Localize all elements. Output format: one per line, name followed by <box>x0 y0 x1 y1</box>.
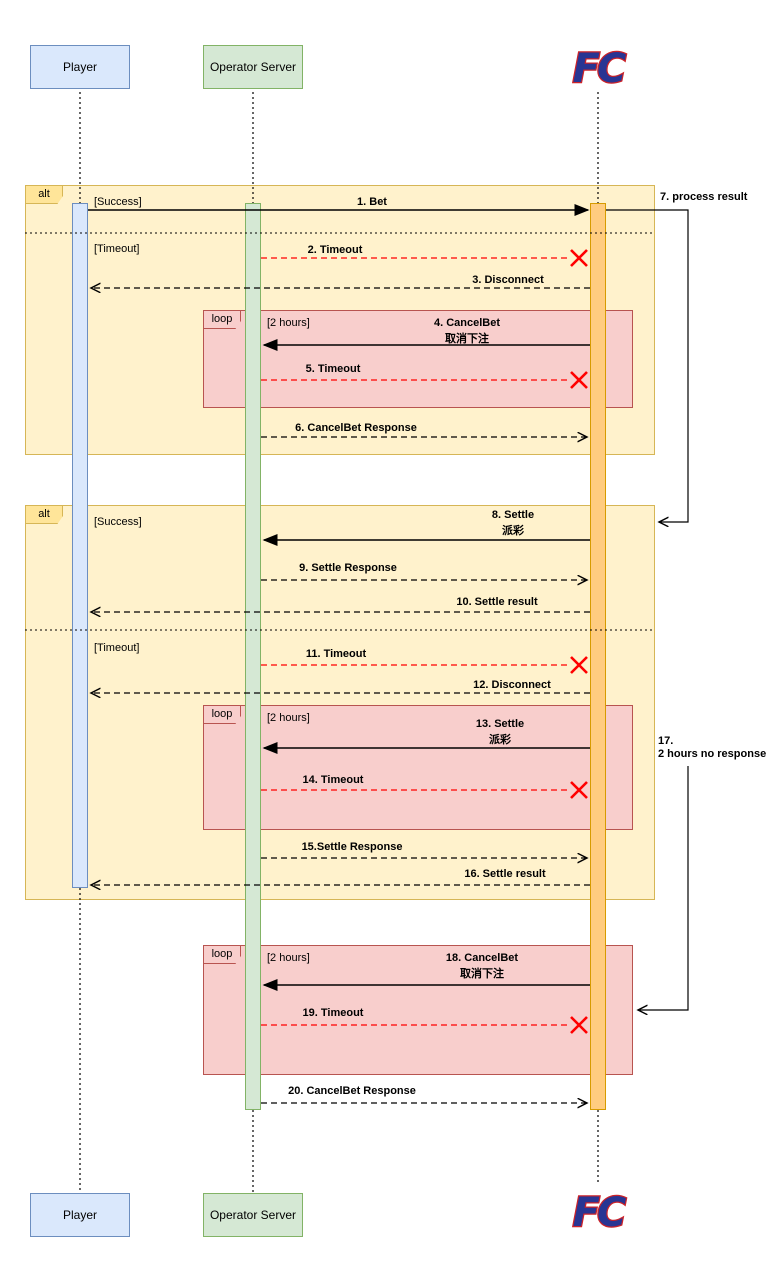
loop-frame-3-guard: [2 hours] <box>267 952 310 964</box>
operator-actor-label-bottom: Operator Server <box>209 1208 297 1222</box>
message-label-15: 15.Settle Response <box>301 841 403 853</box>
message-label-4: 4. CancelBet <box>433 317 501 329</box>
message-label-11: 11. Timeout <box>305 648 367 660</box>
fc-activation-bar <box>590 203 606 1110</box>
player-actor-box-top: Player <box>30 45 130 89</box>
alt-frame-1-guard-timeout: [Timeout] <box>94 243 140 255</box>
alt-frame-1-guard-success: [Success] <box>94 196 142 208</box>
fc-logo-text-bottom: FC <box>573 1190 626 1234</box>
message-label-6: 6. CancelBet Response <box>295 422 417 434</box>
loop-frame-1-guard: [2 hours] <box>267 317 310 329</box>
operator-actor-box-top: Operator Server <box>203 45 303 89</box>
player-actor-label-bottom: Player <box>62 1208 97 1222</box>
message-label-20: 20. CancelBet Response <box>288 1085 416 1097</box>
message-label-18-cn: 取消下注 <box>460 968 504 980</box>
loop-frame-3: loop [2 hours] <box>203 945 633 1075</box>
message-label-1: 1. Bet <box>357 196 387 208</box>
alt-frame-2-guard-timeout: [Timeout] <box>94 642 140 654</box>
message-label-2: 2. Timeout <box>307 244 363 256</box>
operator-actor-label-top: Operator Server <box>209 60 297 74</box>
alt-frame-2-guard-success: [Success] <box>94 516 142 528</box>
note-label-17-line2: 2 hours no response <box>658 748 767 760</box>
fc-logo-text-top: FC <box>573 46 626 90</box>
message-label-10: 10. Settle result <box>456 596 538 608</box>
message-label-8-cn: 派彩 <box>502 525 524 537</box>
loop-frame-2-tab: loop <box>204 706 241 724</box>
loop-frame-1: loop [2 hours] <box>203 310 633 408</box>
message-label-18: 18. CancelBet <box>445 952 519 964</box>
alt-frame-2: alt [Success] [Timeout] <box>25 505 655 900</box>
message-label-8: 8. Settle <box>491 509 535 521</box>
fc-logo-top: FC <box>553 42 643 94</box>
player-actor-label-top: Player <box>62 60 97 74</box>
message-label-3: 3. Disconnect <box>472 274 544 286</box>
message-label-5: 5. Timeout <box>305 363 361 375</box>
fc-logo-bottom: FC <box>553 1186 643 1238</box>
loop-frame-3-tab: loop <box>204 946 241 964</box>
operator-actor-box-bottom: Operator Server <box>203 1193 303 1237</box>
note-label-7: 7. process result <box>660 191 748 203</box>
loop-frame-2-guard: [2 hours] <box>267 712 310 724</box>
message-label-16: 16. Settle result <box>464 868 546 880</box>
loop-frame-1-tab: loop <box>204 311 241 329</box>
message-label-13-cn: 派彩 <box>489 734 511 746</box>
operator-activation-bar <box>245 203 261 1110</box>
message-label-14: 14. Timeout <box>302 774 364 786</box>
message-label-4-cn: 取消下注 <box>445 333 489 345</box>
alt-frame-1-tab: alt <box>26 186 63 204</box>
alt-frame-2-tab: alt <box>26 506 63 524</box>
player-activation-bar <box>72 203 88 888</box>
player-actor-box-bottom: Player <box>30 1193 130 1237</box>
message-label-9: 9. Settle Response <box>299 562 397 574</box>
message-label-12: 12. Disconnect <box>473 679 551 691</box>
message-label-19: 19. Timeout <box>302 1007 364 1019</box>
message-label-13: 13. Settle <box>475 718 525 730</box>
note-label-17-line1: 17. <box>658 735 674 747</box>
loop-frame-2: loop [2 hours] <box>203 705 633 830</box>
